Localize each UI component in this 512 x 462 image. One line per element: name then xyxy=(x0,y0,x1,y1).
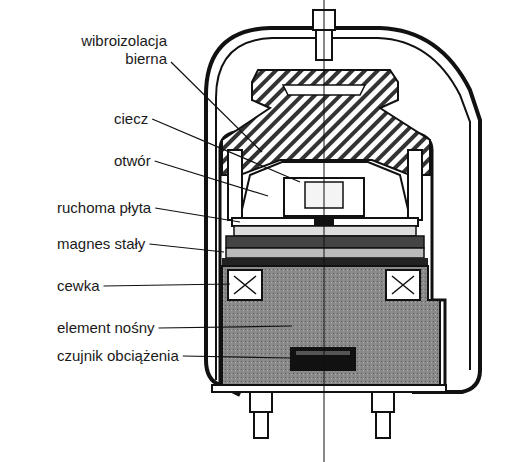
leader-line xyxy=(152,119,300,182)
leader-line xyxy=(104,284,230,286)
part-label: element nośny xyxy=(57,319,155,337)
part-label: czujnik obciążenia xyxy=(57,347,179,365)
part-label: otwór xyxy=(114,152,151,170)
leader-line xyxy=(159,326,292,328)
leader-line xyxy=(171,62,262,152)
leader-line xyxy=(183,356,290,358)
leader-line xyxy=(155,161,268,196)
part-label: magnes stały xyxy=(57,235,145,253)
leader-line xyxy=(149,244,224,252)
part-label: cewka xyxy=(57,277,100,295)
part-label: wibroizolacja bierna xyxy=(55,32,167,68)
part-label: ciecz xyxy=(114,110,148,128)
part-label: ruchoma płyta xyxy=(57,199,151,217)
leader-line xyxy=(155,208,240,222)
